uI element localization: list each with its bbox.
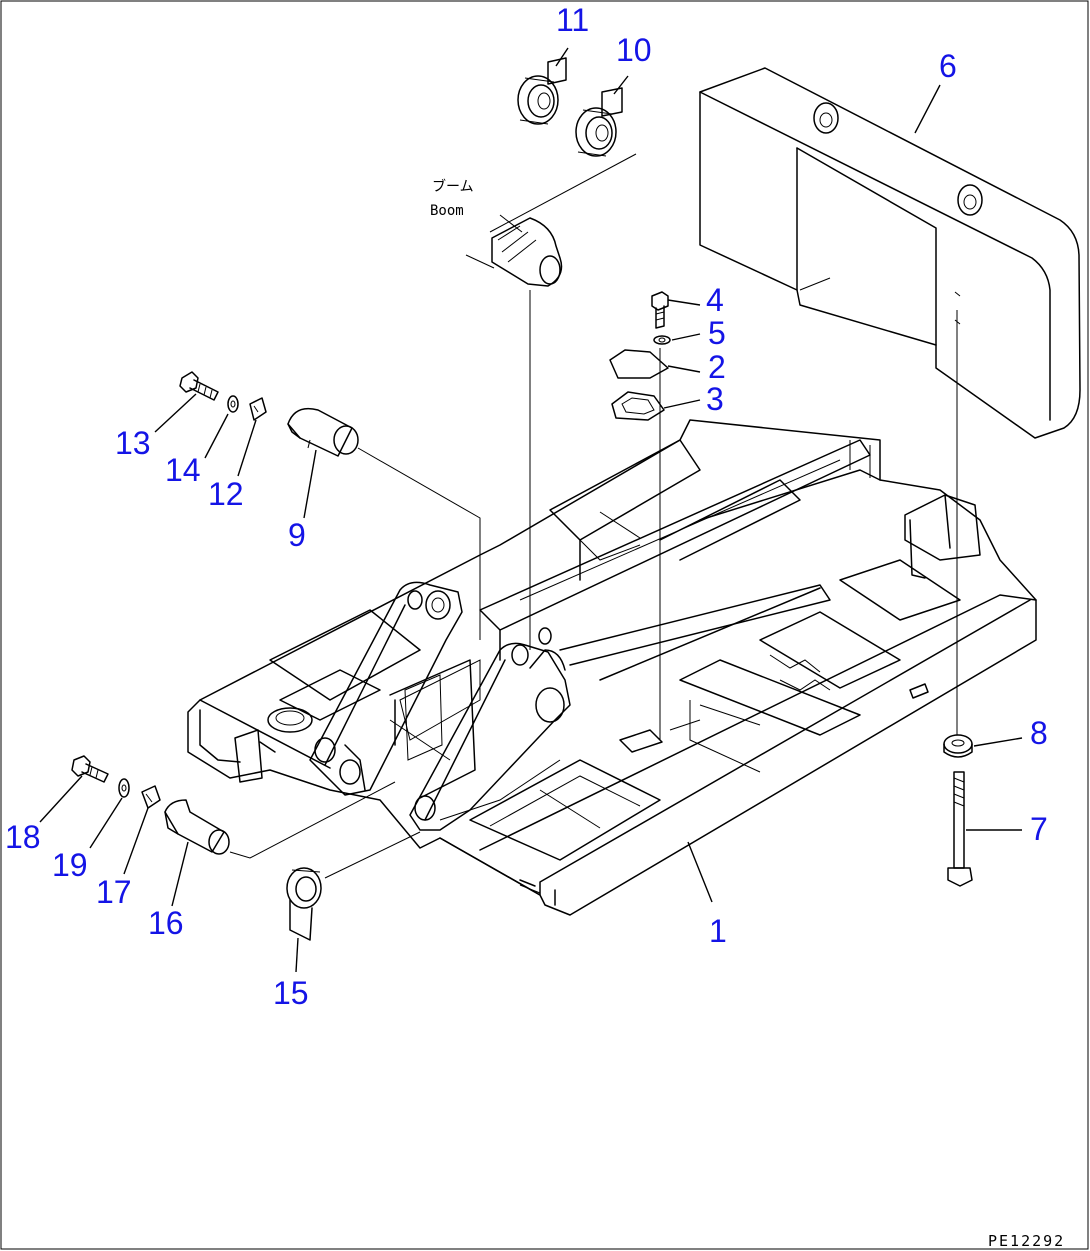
callout-12: 12 — [208, 476, 244, 512]
callout-4: 4 — [706, 282, 724, 318]
part-11-bushing — [517, 57, 567, 125]
callout-10: 10 — [616, 32, 652, 68]
callout-11: 11 — [556, 2, 589, 38]
callout-2: 2 — [708, 349, 726, 385]
boom-foot-brackets — [309, 581, 571, 831]
part-5-washer — [653, 335, 671, 345]
part-14-washer — [227, 395, 239, 413]
callout-6: 6 — [939, 48, 957, 84]
callout-numbers: 1 2 3 4 5 6 7 8 9 10 11 12 13 14 15 16 1… — [5, 2, 1048, 1011]
part-18-bolt — [71, 755, 109, 783]
part-12-lock-plate — [249, 397, 267, 421]
part-2-plate — [609, 349, 669, 379]
part-4-bolt — [651, 291, 669, 329]
callout-3: 3 — [706, 381, 724, 417]
boom-label-english: Boom — [430, 203, 464, 219]
part-7-bolt — [947, 771, 973, 887]
part-9-pin — [287, 407, 359, 457]
callout-19: 19 — [52, 847, 88, 883]
callout-18: 18 — [5, 819, 41, 855]
part-13-bolt — [179, 371, 219, 401]
part-16-pin — [164, 799, 230, 855]
callout-1: 1 — [709, 913, 727, 949]
assembly-lines — [229, 290, 961, 879]
part-8-washer — [943, 734, 973, 758]
part-19-washer — [118, 778, 130, 798]
callout-15: 15 — [273, 975, 309, 1011]
leader-lines — [39, 47, 1023, 973]
callout-5: 5 — [708, 315, 726, 351]
boom-label-japanese: ブーム — [432, 178, 474, 195]
drawing-code: PE12292 — [988, 1232, 1065, 1250]
callout-16: 16 — [148, 905, 184, 941]
part-3-shim — [611, 391, 665, 421]
boom-reference — [465, 153, 637, 287]
counterweight — [699, 67, 1081, 439]
callout-8: 8 — [1030, 715, 1048, 751]
revolving-frame — [187, 419, 1037, 916]
callout-13: 13 — [115, 425, 151, 461]
callout-14: 14 — [165, 452, 201, 488]
part-17-lock-plate — [141, 785, 161, 809]
part-10-bushing — [575, 87, 623, 157]
part-15-bushing — [286, 867, 322, 941]
callout-17: 17 — [96, 874, 132, 910]
callout-7: 7 — [1030, 811, 1048, 847]
callout-9: 9 — [288, 517, 306, 553]
